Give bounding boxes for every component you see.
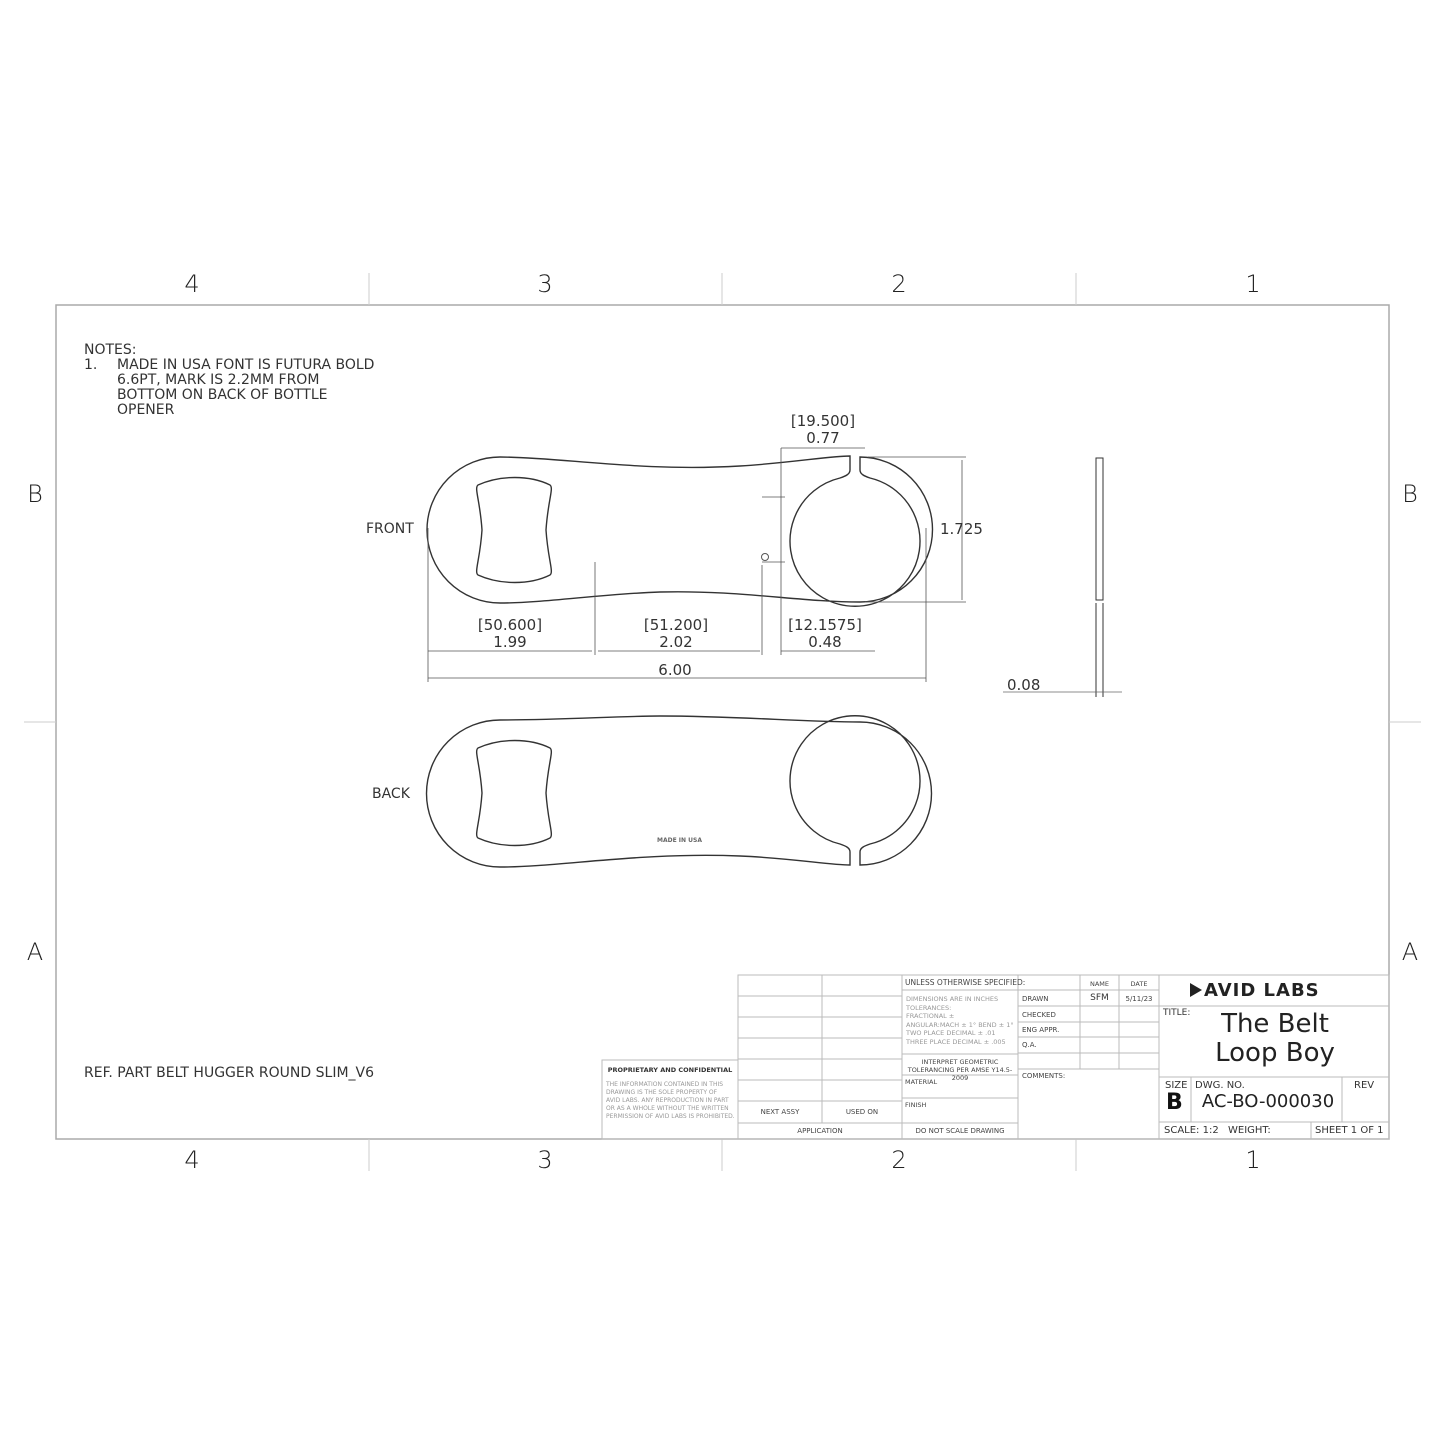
zone-right-a: A (1401, 938, 1419, 966)
application-label: APPLICATION (797, 1127, 843, 1135)
dim-thickness: 0.08 (1007, 676, 1041, 694)
col-date: DATE (1130, 980, 1148, 988)
zone-right-b: B (1402, 480, 1418, 508)
row-checked-label: CHECKED (1022, 1011, 1056, 1019)
row-drawn-label: DRAWN (1022, 995, 1049, 1003)
col-name: NAME (1089, 980, 1110, 988)
zone-top-3: 3 (537, 270, 553, 298)
notes-heading: NOTES: (84, 342, 137, 358)
tolerances: DIMENSIONS ARE IN INCHES TOLERANCES: FRA… (906, 995, 1014, 1046)
back-view-outline (425, 715, 933, 868)
unless-specified: UNLESS OTHERWISE SPECIFIED: (905, 978, 1026, 987)
dim-overall: 6.00 (658, 661, 692, 679)
dim-seg1: [50.600] 1.99 (477, 616, 543, 651)
proprietary-heading: PROPRIETARY AND CONFIDENTIAL (607, 1066, 733, 1074)
side-view-outline (1003, 457, 1122, 697)
front-view-outline (426, 455, 934, 607)
ref-part: REF. PART BELT HUGGER ROUND SLIM_V6 (84, 1065, 375, 1081)
notes-block: NOTES: 1. MADE IN USA FONT IS FUTURA BOL… (84, 343, 374, 418)
do-not-scale: DO NOT SCALE DRAWING (915, 1127, 1005, 1135)
rev-label: REV (1354, 1080, 1375, 1091)
used-on-label: USED ON (845, 1108, 879, 1116)
dim-seg3: [12.1575] 0.48 (788, 616, 862, 651)
row-drawn-name: SFM (1090, 993, 1109, 1003)
made-in-usa-mark: MADE IN USA (657, 837, 702, 844)
comments-label: COMMENTS: (1022, 1072, 1066, 1080)
company-logo: AVID LABS (1190, 980, 1320, 1001)
title-label: TITLE: (1163, 1008, 1191, 1018)
material-label: MATERIAL (905, 1078, 938, 1086)
zone-bottom-1: 1 (1245, 1146, 1261, 1174)
drawing-title: The Belt Loop Boy (1215, 1009, 1335, 1068)
dwg-no-label: DWG. NO. (1195, 1080, 1245, 1091)
interpret-geometric: INTERPRET GEOMETRIC TOLERANCING PER AMSE… (907, 1058, 1013, 1082)
dim-height: 1.725 (940, 520, 983, 538)
back-view-label: BACK (372, 786, 410, 802)
zone-top-2: 2 (891, 270, 907, 298)
front-view-label: FRONT (366, 521, 414, 537)
note-item: 1. MADE IN USA FONT IS FUTURA BOLD 6.6PT… (84, 357, 375, 418)
scale: SCALE: 1:2 (1164, 1125, 1219, 1136)
finish-label: FINISH (905, 1101, 927, 1109)
sheet-number: SHEET 1 OF 1 (1315, 1125, 1384, 1136)
zone-top-4: 4 (184, 270, 200, 298)
proprietary-text: THE INFORMATION CONTAINED IN THIS DRAWIN… (606, 1081, 735, 1120)
datum-symbol (761, 553, 769, 561)
dim-seg2: [51.200] 2.02 (643, 616, 709, 651)
row-eng-appr-label: ENG APPR. (1022, 1026, 1060, 1034)
size-value: B (1166, 1090, 1183, 1115)
row-qa-label: Q.A. (1022, 1041, 1037, 1049)
zone-top-1: 1 (1245, 270, 1261, 298)
zone-bottom-2: 2 (891, 1146, 907, 1174)
weight: WEIGHT: (1228, 1125, 1271, 1136)
dim-slot-offset: [19.500] 0.77 (790, 412, 856, 447)
dwg-no: AC-BO-000030 (1201, 1091, 1335, 1112)
size-label: SIZE (1165, 1080, 1188, 1091)
zone-bottom-4: 4 (184, 1146, 200, 1174)
zone-left-b: B (27, 480, 43, 508)
avid-logo-icon (1190, 983, 1202, 997)
next-assy-label: NEXT ASSY (760, 1108, 800, 1116)
zone-left-a: A (26, 938, 44, 966)
zone-bottom-3: 3 (537, 1146, 553, 1174)
row-drawn-date: 5/11/23 (1125, 995, 1153, 1003)
